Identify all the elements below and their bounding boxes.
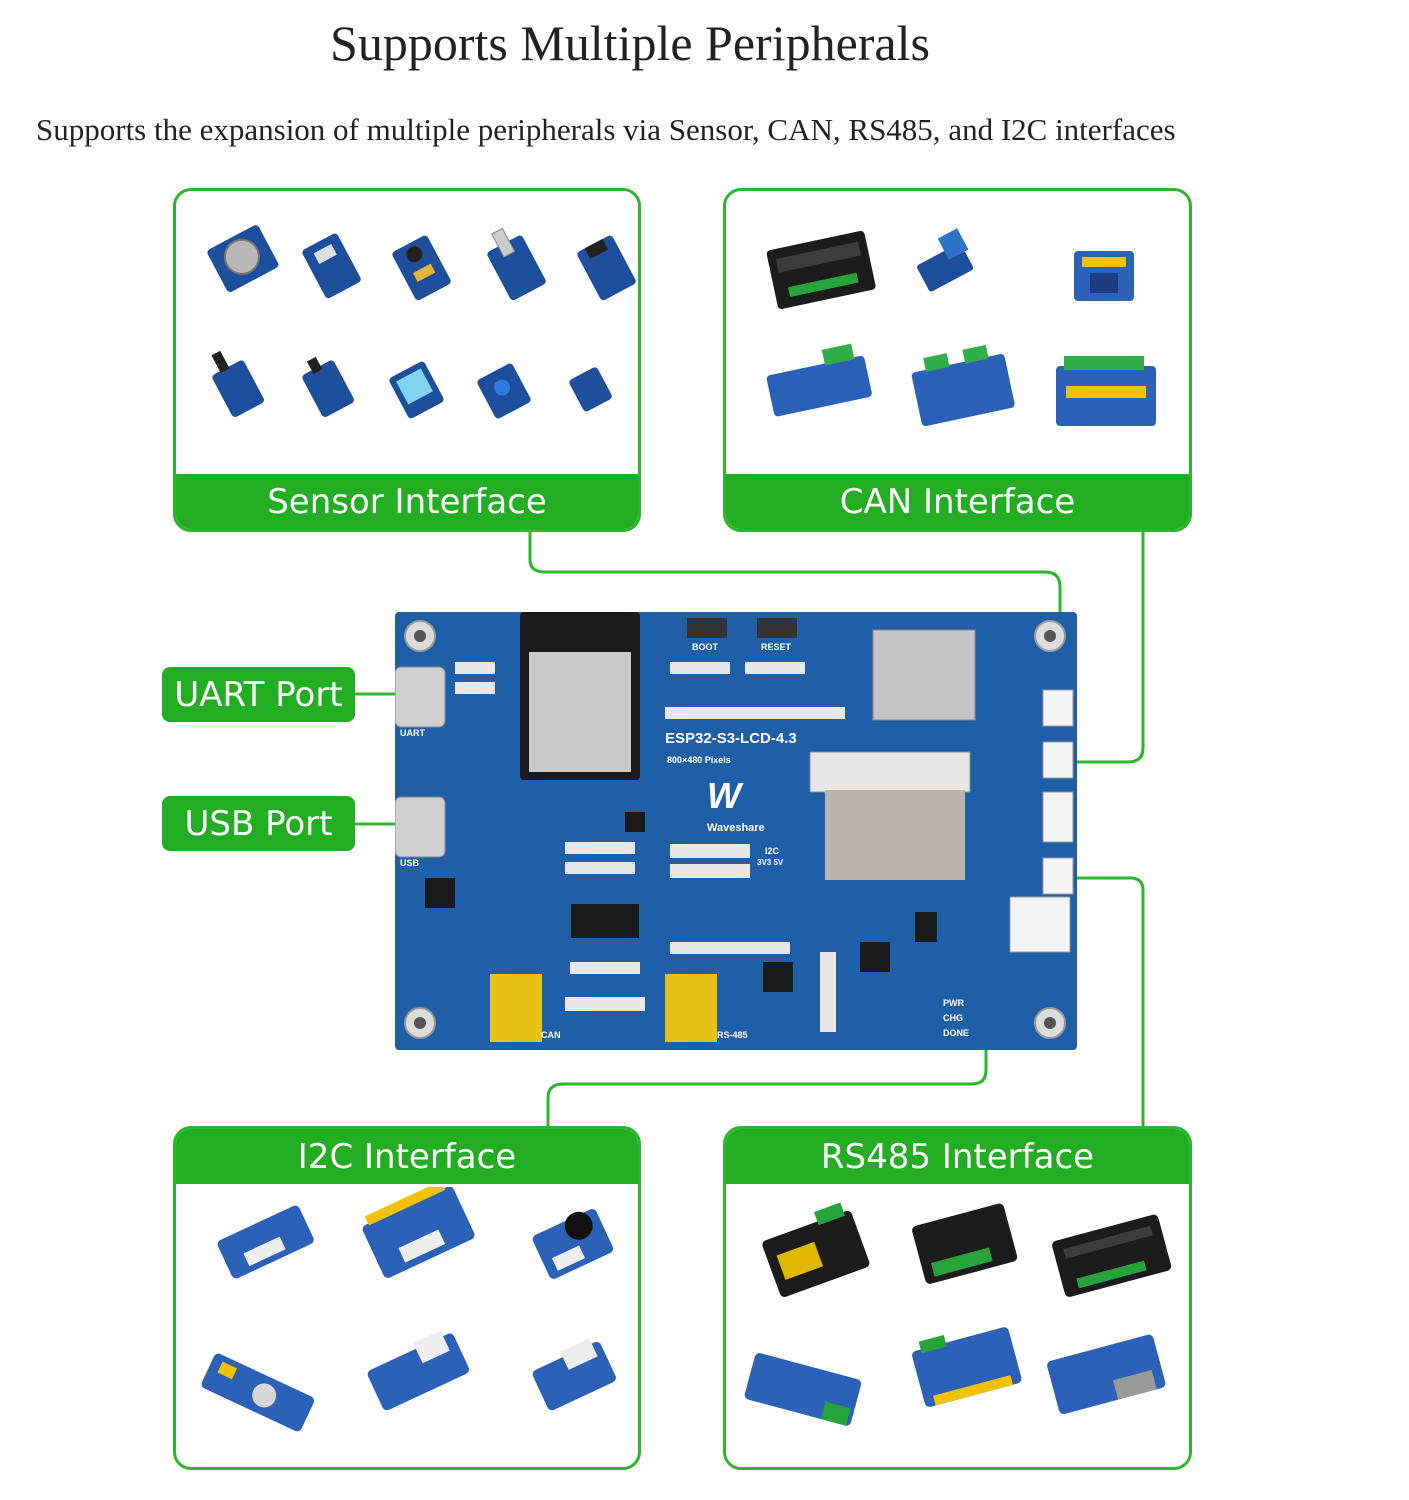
rs485-board-label: RS-485 <box>717 1030 748 1040</box>
i2c-board-label: I2C <box>765 846 780 856</box>
waveshare-logo: W <box>707 775 741 816</box>
reset-label: RESET <box>761 642 792 652</box>
board-model: ESP32-S3-LCD-4.3 <box>665 730 797 747</box>
usb-port-label: USB Port <box>162 796 355 851</box>
chg-label: CHG <box>943 1013 963 1023</box>
can-modules-image <box>766 228 1156 427</box>
rs485-interface-card: RS485 Interface <box>723 1126 1192 1470</box>
can-interface-card: CAN Interface <box>723 188 1192 532</box>
sensor-modules-image <box>207 225 636 419</box>
board-components <box>395 612 1074 1042</box>
i2c-modules-image <box>201 1187 616 1432</box>
page-title: Supports Multiple Peripherals <box>330 15 930 71</box>
i2c-volt-label: 3V3 5V <box>757 858 784 867</box>
sensor-interface-label: Sensor Interface <box>176 474 638 529</box>
usb-board-label: USB <box>400 858 420 868</box>
rs485-modules-image <box>744 1202 1172 1426</box>
done-label: DONE <box>943 1028 970 1038</box>
brand-label: Waveshare <box>707 822 765 834</box>
i2c-interface-card: I2C Interface <box>173 1126 641 1470</box>
rs485-interface-label: RS485 Interface <box>726 1129 1189 1184</box>
sensor-interface-card: Sensor Interface <box>173 188 641 532</box>
uart-port-label: UART Port <box>162 667 355 722</box>
uart-board-label: UART <box>400 728 425 738</box>
can-board-label: CAN <box>541 1030 561 1040</box>
boot-label: BOOT <box>692 642 718 652</box>
page-subtitle: Supports the expansion of multiple perip… <box>36 112 1176 147</box>
esp32-board: BOOT RESET ESP32-S3-LCD-4.3 800×480 Pixe… <box>395 612 1077 1050</box>
can-interface-label: CAN Interface <box>726 474 1189 529</box>
board-resolution: 800×480 Pixels <box>667 755 731 765</box>
pwr-label: PWR <box>943 998 964 1008</box>
i2c-interface-label: I2C Interface <box>176 1129 638 1184</box>
